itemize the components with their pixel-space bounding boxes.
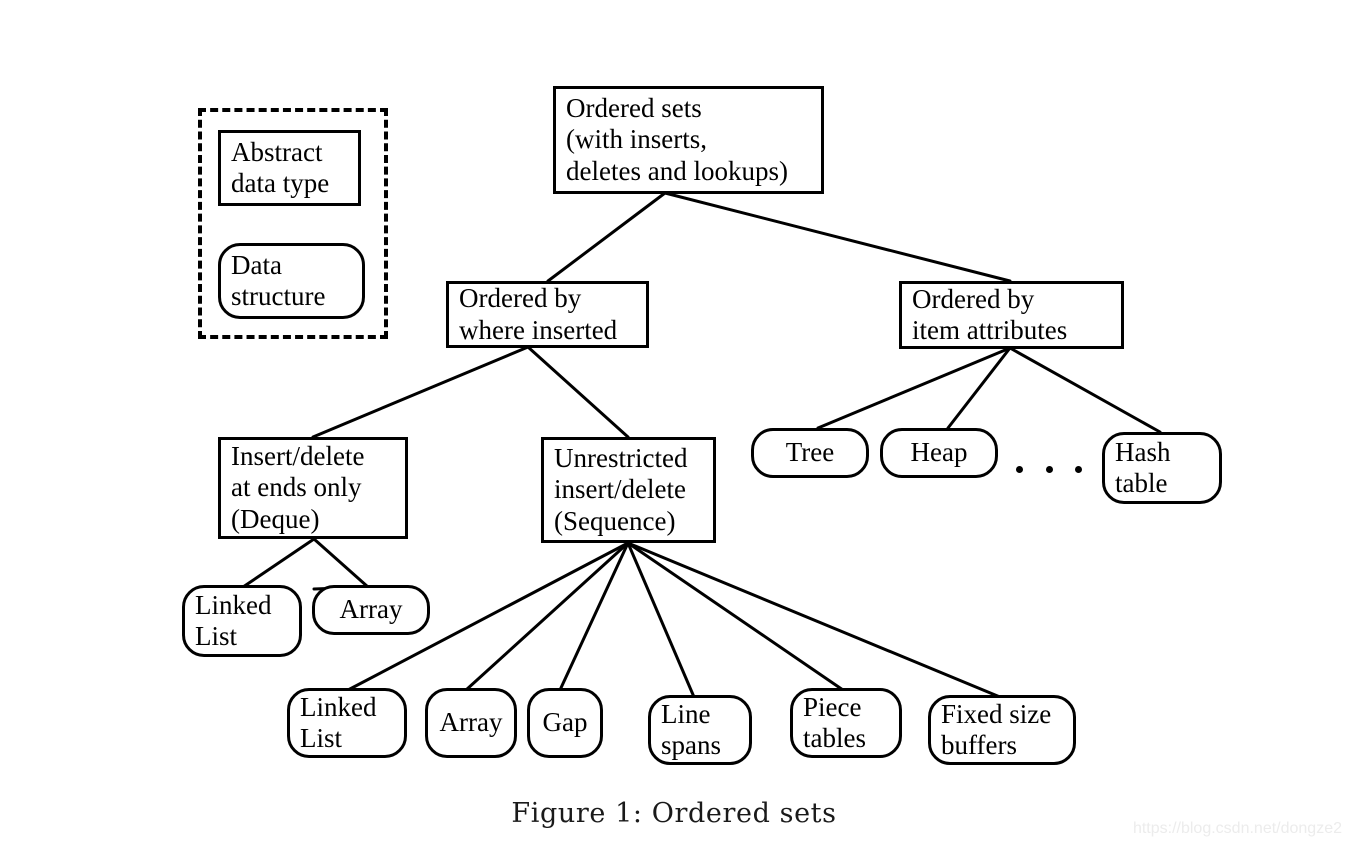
node-sequence: Unrestricted insert/delete (Sequence)	[541, 437, 716, 543]
node-seq-linked-list: Linked List	[287, 688, 407, 758]
node-deque: Insert/delete at ends only (Deque)	[218, 437, 408, 539]
node-ordered-sets-line3: deletes and lookups)	[566, 155, 788, 186]
node-seq-array-label: Array	[439, 707, 503, 738]
edge-sequence-to-line-spans	[626, 541, 696, 699]
node-seq-linked-list-line2: List	[300, 723, 343, 753]
node-seq-line-spans: Line spans	[648, 695, 752, 765]
node-seq-gap: Gap	[527, 688, 603, 758]
node-deque-line3: (Deque)	[231, 503, 320, 534]
node-seq-fixed-size-buffers: Fixed size buffers	[928, 695, 1076, 765]
node-where-inserted-line2: where inserted	[459, 314, 618, 345]
node-deque-array: Array	[312, 585, 430, 635]
node-tree-label: Tree	[785, 437, 835, 468]
node-hash-table: Hash table	[1102, 432, 1222, 504]
node-heap-label: Heap	[910, 437, 968, 468]
node-deque-line1: Insert/delete	[231, 441, 365, 472]
node-item-attributes-line2: item attributes	[912, 315, 1068, 345]
node-sequence-line1: Unrestricted	[554, 443, 688, 474]
edge-deque-to-array-fix	[312, 537, 370, 589]
ellipsis-dot-1	[1016, 465, 1023, 473]
watermark-text: https://blog.csdn.net/dongze2	[1132, 820, 1342, 837]
node-sequence-line2: insert/delete	[554, 474, 686, 505]
legend-ds-line2: structure	[231, 281, 326, 311]
node-seq-line-spans-line1: Line	[661, 698, 711, 729]
figure-caption: Figure 1: Ordered sets	[511, 798, 837, 829]
edge-sequence-to-fixed-size-buffers	[626, 541, 1002, 699]
edge-where-inserted-to-deque	[311, 345, 530, 439]
node-where-inserted-line1: Ordered by	[459, 283, 582, 314]
edge-sequence-to-piece-tables	[626, 541, 845, 692]
node-item-attributes-line1: Ordered by	[912, 283, 1035, 314]
legend-data-structure: Data structure	[218, 243, 365, 319]
edge-item-attributes-to-hash-table	[1008, 346, 1162, 434]
node-deque-line2: at ends only	[231, 472, 362, 503]
legend-ds-line1: Data	[231, 249, 282, 280]
node-sequence-line3: (Sequence)	[554, 505, 676, 536]
edge-item-attributes-to-heap	[946, 346, 1012, 430]
edge-item-attributes-to-tree	[816, 346, 1012, 430]
legend-adt-line2: data type	[231, 168, 330, 198]
node-seq-gap-label: Gap	[542, 707, 588, 738]
node-ordered-sets-line1: Ordered sets	[566, 93, 702, 124]
ellipsis-dot-3	[1075, 465, 1082, 473]
node-seq-linked-list-line1: Linked	[300, 691, 377, 722]
legend-abstract-data-type: Abstract data type	[218, 130, 361, 206]
edge-root-to-ordered-by-where-inserted	[546, 191, 667, 283]
node-seq-array: Array	[425, 688, 517, 758]
node-heap: Heap	[880, 428, 998, 478]
node-seq-line-spans-line2: spans	[661, 730, 721, 760]
node-deque-linked-list-line1: Linked	[195, 589, 272, 620]
node-ordered-by-where-inserted: Ordered by where inserted	[446, 281, 649, 348]
edge-sequence-to-gap	[558, 541, 630, 692]
node-deque-array-label: Array	[339, 594, 403, 625]
node-hash-table-line1: Hash	[1115, 436, 1171, 467]
node-deque-linked-list: Linked List	[182, 585, 302, 657]
node-seq-piece-tables-line2: tables	[803, 723, 866, 753]
node-seq-fixed-size-buffers-line2: buffers	[941, 730, 1017, 760]
node-ordered-sets: Ordered sets (with inserts, deletes and …	[553, 86, 824, 194]
node-ordered-sets-line2: (with inserts,	[566, 124, 707, 155]
node-seq-fixed-size-buffers-line1: Fixed size	[941, 698, 1052, 729]
edge-where-inserted-to-sequence	[526, 345, 630, 439]
node-seq-piece-tables: Piece tables	[790, 688, 902, 758]
ellipsis-indicator	[1016, 452, 1082, 486]
ellipsis-dot-2	[1045, 465, 1053, 473]
edge-root-to-ordered-by-item-attributes	[663, 191, 1012, 283]
node-deque-linked-list-line2: List	[195, 621, 238, 651]
node-ordered-by-item-attributes: Ordered by item attributes	[899, 281, 1124, 349]
node-hash-table-line2: table	[1115, 468, 1168, 498]
edge-sequence-to-array	[464, 541, 630, 692]
legend-adt-line1: Abstract	[231, 136, 323, 167]
node-tree: Tree	[751, 428, 869, 478]
edge-deque-to-linked-list	[241, 537, 316, 589]
node-seq-piece-tables-line1: Piece	[803, 691, 862, 722]
